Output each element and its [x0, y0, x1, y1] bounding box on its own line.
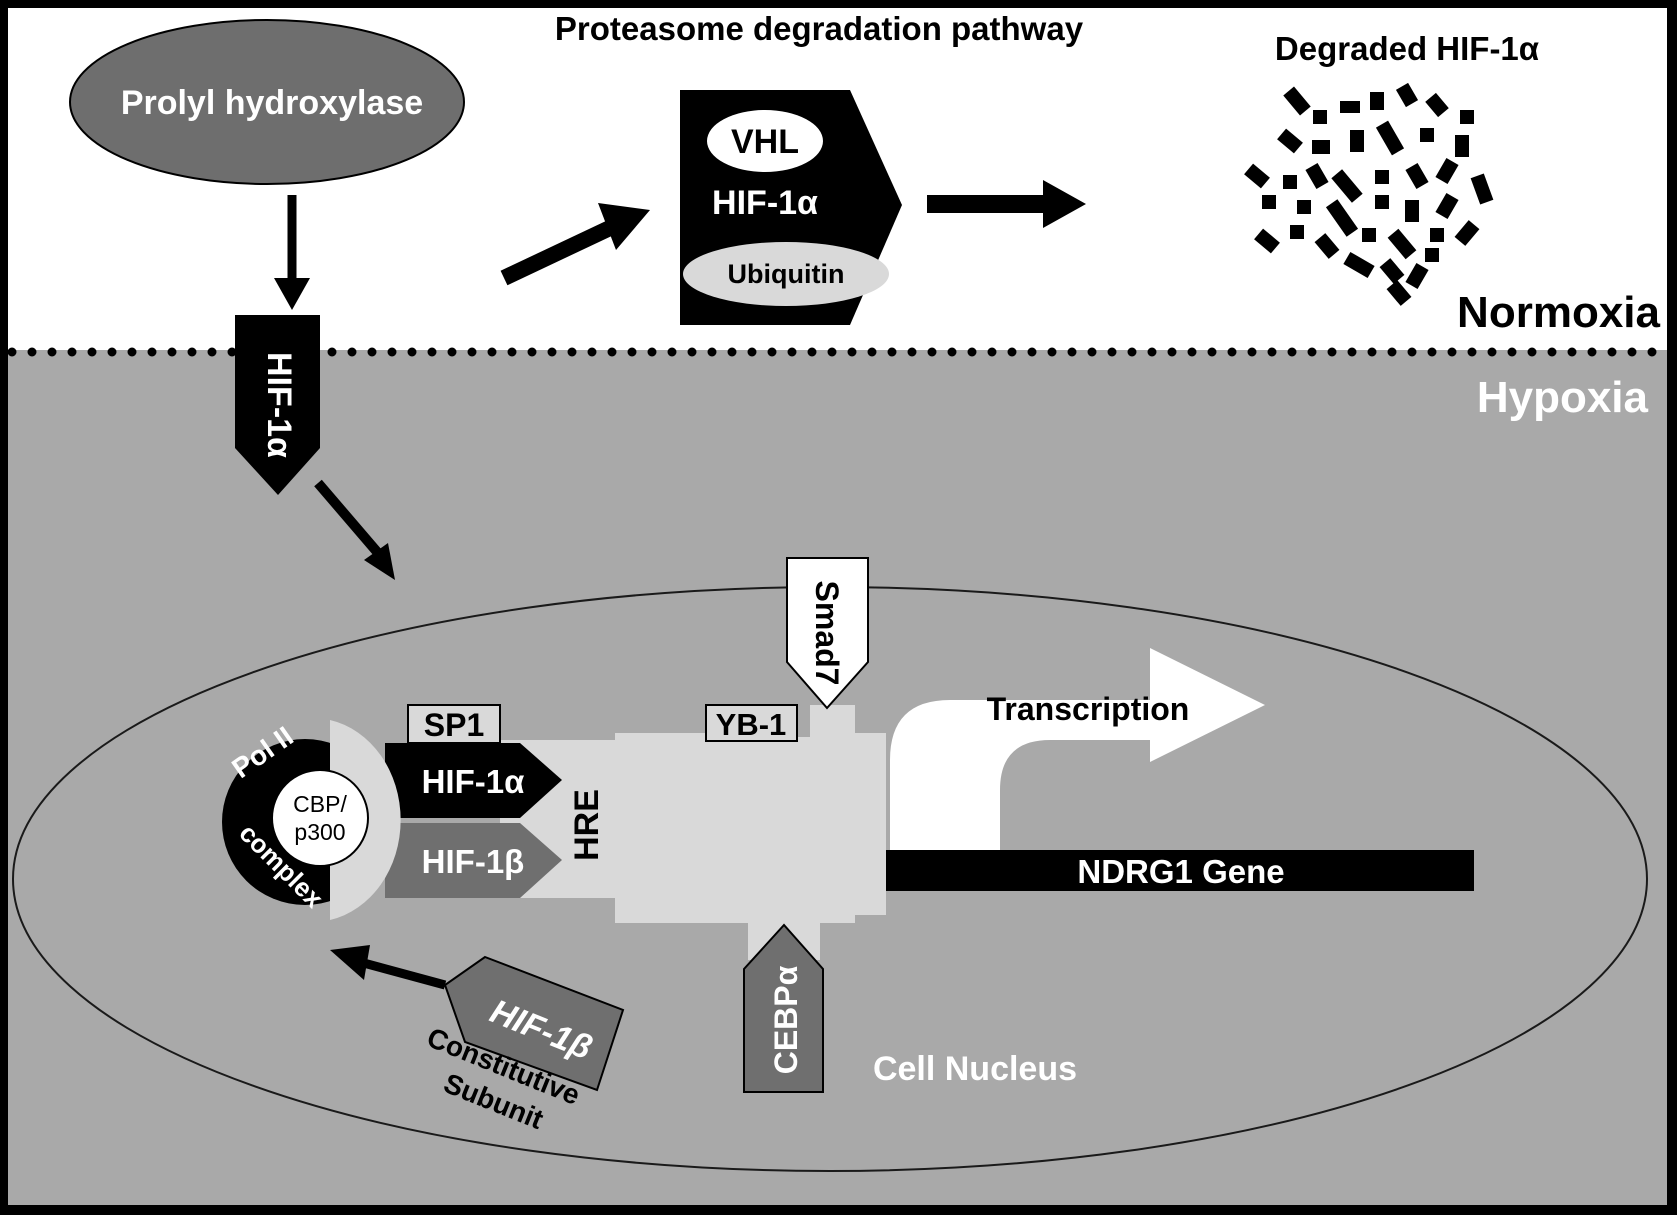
- cell-nucleus-label: Cell Nucleus: [873, 1050, 1077, 1088]
- promoter-region: [500, 705, 886, 960]
- vhl-oval: [707, 110, 823, 172]
- smad7-label: Smad7: [809, 581, 845, 686]
- cbp-p300-circle: [271, 769, 369, 867]
- arrow-to-nucleus-head: [364, 543, 395, 580]
- arrow-down-head: [274, 278, 310, 310]
- hif1a-cytoplasm-badge: [235, 315, 320, 495]
- hif1a-proteasome-label: HIF-1α: [712, 184, 818, 222]
- sp1-label: SP1: [424, 707, 484, 743]
- ndrg1-gene-label: NDRG1 Gene: [1077, 853, 1284, 890]
- hre-label: HRE: [568, 789, 606, 861]
- cebpa-label: CEBPα: [768, 965, 804, 1074]
- arrow-to-nucleus-shaft: [314, 479, 382, 557]
- prolyl-hydroxylase-node: [69, 19, 465, 185]
- degraded-fragments: [1244, 82, 1494, 306]
- prolyl-hydroxylase-label: Prolyl hydroxylase: [121, 84, 423, 122]
- hif1b-nuclear-protein: [385, 823, 562, 898]
- transcription-label: Transcription: [987, 691, 1190, 727]
- hif1b-constitutive-protein: [443, 955, 625, 1092]
- yb1-box: [705, 704, 798, 742]
- arrow-to-complex-head: [330, 945, 370, 980]
- cbp-line1: CBP/: [293, 791, 347, 817]
- ubiquitin-label: Ubiquitin: [728, 259, 845, 289]
- smad7-protein: [786, 557, 869, 710]
- ubiquitin-oval: [683, 242, 889, 306]
- yb1-label: YB-1: [716, 707, 787, 742]
- pathway-title: Proteasome degradation pathway: [555, 10, 1084, 47]
- hypoxia-label: Hypoxia: [1477, 373, 1649, 422]
- arrow-to-degraded-head: [1043, 180, 1086, 228]
- arrow-to-complex-shaft: [358, 957, 447, 990]
- cbp-line2: p300: [294, 819, 345, 845]
- normoxia-label: Normoxia: [1457, 288, 1660, 337]
- degraded-title: Degraded HIF-1α: [1275, 30, 1539, 67]
- ndrg1-gene-bar: [886, 850, 1474, 891]
- cebpa-protein: [743, 923, 824, 1093]
- hif1a-cytoplasm-label: HIF-1α: [260, 352, 298, 458]
- hif1b-nuclear-label: HIF-1β: [422, 843, 525, 880]
- vhl-label: VHL: [731, 123, 799, 161]
- hif1a-nuclear-protein: [385, 743, 562, 818]
- transcription-arrow: [890, 648, 1265, 850]
- arrow-to-proteasome-head: [598, 203, 650, 250]
- arrow-to-proteasome-shaft: [500, 219, 616, 286]
- hif1a-nuclear-label: HIF-1α: [422, 763, 525, 800]
